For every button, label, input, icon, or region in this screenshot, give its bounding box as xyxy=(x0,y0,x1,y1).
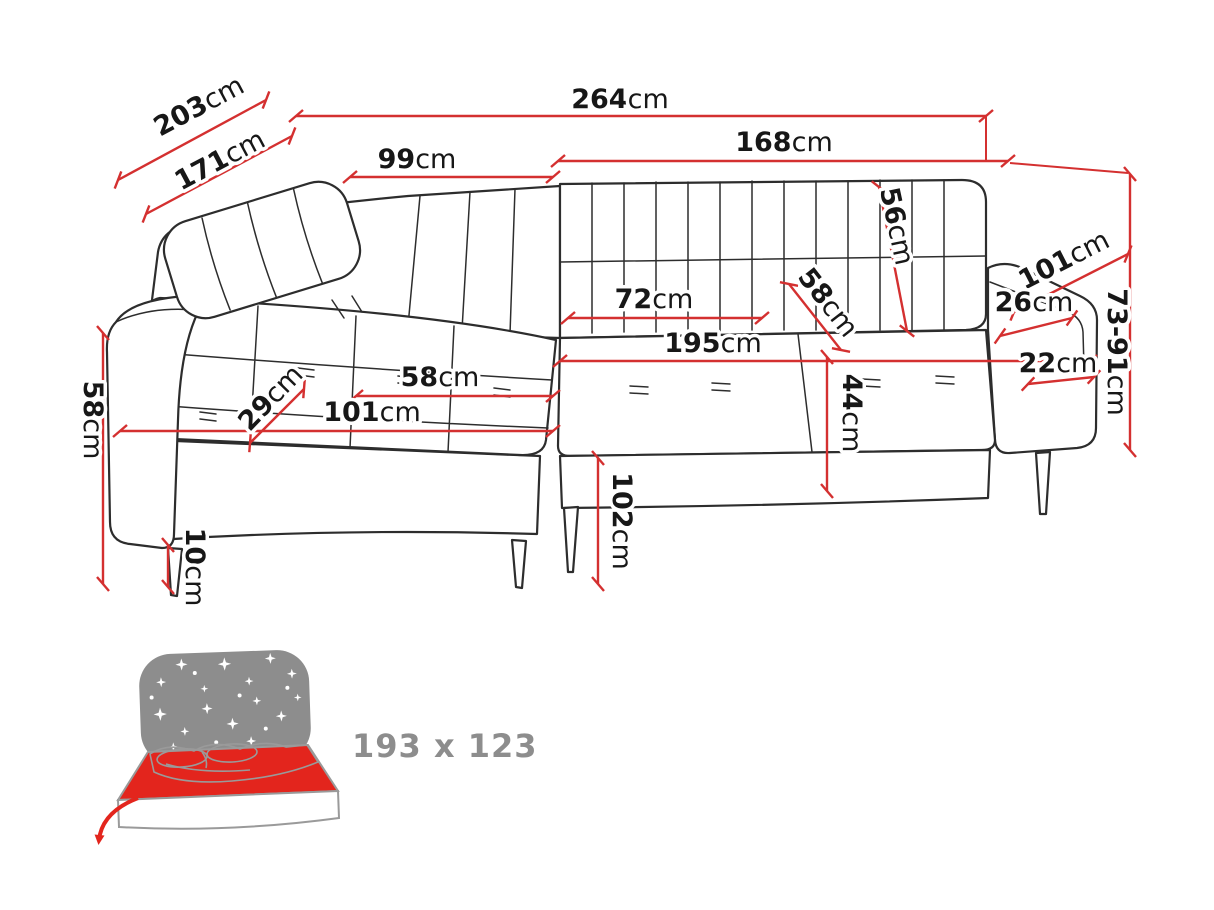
bed-unfold-arrow-icon xyxy=(94,796,139,845)
dim-unit: cm xyxy=(628,84,669,115)
dim-label-armrest-top-width: 26cm xyxy=(995,287,1074,318)
dim-label-back-width-right: 168cm xyxy=(735,127,833,158)
dim-label-seat-height: 44cm xyxy=(836,374,867,453)
dim-label-armrest-inner: 22cm xyxy=(1019,348,1098,379)
dim-value: 58 xyxy=(77,381,108,419)
dim-unit: cm xyxy=(606,529,637,570)
dim-line-cushion-depth xyxy=(779,281,851,353)
dim-unit: cm xyxy=(792,127,833,158)
dim-value: 99 xyxy=(378,144,416,175)
dim-unit: cm xyxy=(380,397,421,428)
dim-value: 102 xyxy=(606,472,637,528)
dim-line-armrest-inner xyxy=(1020,369,1102,392)
bed-size-label: 193 x 123 xyxy=(352,727,538,765)
dim-value: 101 xyxy=(323,397,379,428)
bed-stars xyxy=(149,652,302,752)
sofa-backrest-seam xyxy=(559,255,987,263)
dim-label-depth-inner: 171cm xyxy=(170,124,271,197)
dim-value: 44 xyxy=(836,374,867,412)
dim-line-armrest-top-width xyxy=(993,309,1079,345)
sofa-seat-seam xyxy=(797,333,813,453)
dim-label-chaise-front-width: 101cm xyxy=(323,397,421,428)
dim-value: 26 xyxy=(995,287,1033,318)
dim-unit: cm xyxy=(1032,287,1073,318)
dim-value: 73-91 xyxy=(1101,288,1132,374)
dim-line-depth-inner xyxy=(141,126,297,224)
bed-mattress xyxy=(116,742,341,830)
dim-label-leg-height: 10cm xyxy=(179,528,210,607)
dim-unit: cm xyxy=(179,565,210,606)
sofa-base-chaise xyxy=(150,438,542,542)
dim-unit: cm xyxy=(77,418,108,459)
dim-label-seat-depth: 72cm xyxy=(615,284,694,315)
dim-label-depth-outer: 203cm xyxy=(149,70,250,143)
dim-label-seat-width: 195cm xyxy=(664,328,762,359)
bed-mattress-front xyxy=(116,789,341,830)
bed-headboard xyxy=(139,650,311,764)
dim-unit: cm xyxy=(652,284,693,315)
dim-value: 22 xyxy=(1019,348,1057,379)
sofa-base-right xyxy=(558,448,992,510)
dim-unit: cm xyxy=(836,411,867,452)
dim-label-height-range: 73-91cm xyxy=(1101,288,1132,416)
dimension-lines xyxy=(96,90,1137,595)
sofa-headrest-hinge xyxy=(331,295,363,319)
bed-blanket xyxy=(149,742,320,783)
bed-blanket-folds xyxy=(165,751,251,772)
dim-value: 264 xyxy=(571,84,627,115)
dim-unit: cm xyxy=(438,362,479,393)
dim-label-arm-height: 58cm xyxy=(77,381,108,460)
dim-value: 72 xyxy=(615,284,653,315)
dim-label-chaise-seat-width: 58cm xyxy=(401,362,480,393)
dim-value: 10 xyxy=(179,528,210,566)
dim-value: 168 xyxy=(735,127,791,158)
dim-label-total-width: 264cm xyxy=(571,84,669,115)
sofa-chaise-quilt xyxy=(141,305,553,453)
dim-value: 58 xyxy=(401,362,439,393)
sofa-leg xyxy=(510,538,528,590)
sofa-seat-tufting xyxy=(629,375,955,395)
sofa-seat-right xyxy=(556,328,997,458)
dim-label-chaise-front-depth: 102cm xyxy=(606,472,637,570)
dim-unit: cm xyxy=(721,328,762,359)
bed-pillow xyxy=(206,743,258,763)
sofa-leg xyxy=(1034,450,1052,516)
dim-unit: cm xyxy=(1056,348,1097,379)
dim-unit: cm xyxy=(415,144,456,175)
bed-size-value: 193 x 123 xyxy=(352,727,538,765)
sofa-chaise-tufting xyxy=(199,367,511,422)
sofa-armrest-left xyxy=(105,294,200,550)
dim-unit: cm xyxy=(1101,375,1132,416)
sofa-back-left-channels xyxy=(407,188,516,335)
dim-line-backrest-height xyxy=(871,180,915,338)
dim-connector xyxy=(1009,162,1129,174)
dim-label-back-width-left: 99cm xyxy=(378,144,457,175)
sofa-drawing xyxy=(105,178,1099,598)
sofa-leg xyxy=(562,505,580,574)
bed-icon: 193 x 123 xyxy=(94,650,540,845)
dim-line-armrest-length xyxy=(1009,245,1133,321)
dim-value: 195 xyxy=(664,328,720,359)
